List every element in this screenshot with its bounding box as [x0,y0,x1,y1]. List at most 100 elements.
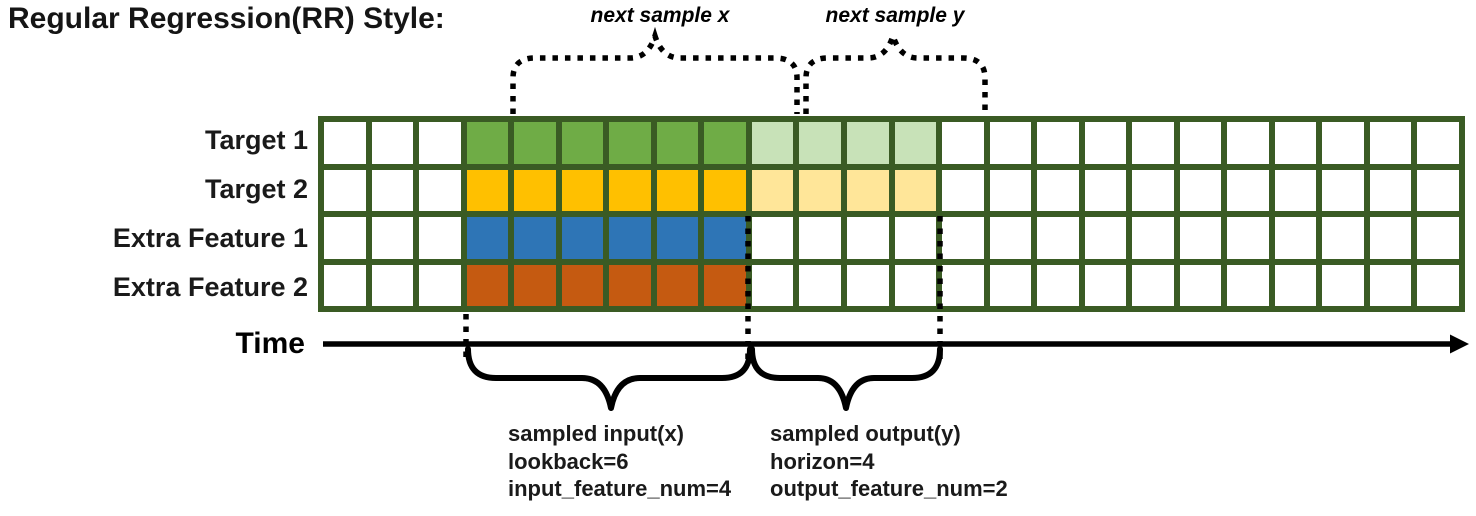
grid-cell [942,169,984,211]
grid-cell [1037,264,1079,306]
grid-cell [989,169,1032,211]
next-sample-y-label: next sample y [825,4,965,27]
grid-cell [942,217,984,259]
grid-cell [609,217,651,259]
grid-cell [1179,217,1222,259]
output-annotation-line-2: horizon=4 [770,448,875,474]
grid-cell [704,217,746,259]
grid-cell [1369,264,1412,306]
grid-cell [1037,122,1079,164]
grid-cell [894,217,937,259]
grid-cell [799,169,841,211]
grid-cell [561,264,604,306]
grid-cell [656,217,699,259]
row-label-extra-feature-1: Extra Feature 1 [112,223,308,253]
input-annotation: sampled input(x) lookback=6 input_featur… [508,420,731,503]
grid-cell [466,122,509,164]
grid-cell [1417,122,1459,164]
grid-cell [1037,217,1079,259]
grid-cell [1132,169,1174,211]
grid-cell [894,169,937,211]
sampled-input-brace [465,346,753,411]
grid-cell [1322,122,1364,164]
grid-cell [989,122,1032,164]
grid-cell [1369,122,1412,164]
grid-cell [656,264,699,306]
output-annotation-line-1: sampled output(y) [770,421,961,446]
time-axis-arrowhead [1450,334,1469,354]
row-label-target-1: Target 1 [204,125,308,155]
grid-cell [942,122,984,164]
grid-cell [799,264,841,306]
grid-cell [799,217,841,259]
grid-cell [846,217,889,259]
output-annotation-line-3: output_feature_num=2 [770,476,1008,501]
grid-cell [942,264,984,306]
grid-cell [609,169,651,211]
grid-cell [1227,217,1269,259]
grid-cell [751,169,794,211]
grid-cell [1084,217,1127,259]
grid-cell [704,264,746,306]
grid-cell [371,122,414,164]
input-annotation-line-1: sampled input(x) [508,421,685,446]
grid-cell [371,264,414,306]
grid-cell [656,122,699,164]
input-annotation-line-3: input_feature_num=4 [508,476,732,501]
grid-cell [419,217,461,259]
grid-cell [894,122,937,164]
grid-cell [561,122,604,164]
row-label-target-2: Target 2 [204,174,308,204]
grid-cell [514,264,556,306]
grid-cell [1322,264,1364,306]
grid-cell [1179,122,1222,164]
grid-cell [1274,122,1317,164]
grid-cell [894,264,937,306]
sample-grid [318,116,1465,312]
grid-cell [1132,122,1174,164]
next-sample-x-label: next sample x [590,4,730,27]
grid-cell [656,169,699,211]
grid-cell [561,217,604,259]
grid-cell [419,169,461,211]
grid-cell [799,122,841,164]
grid-cell [1417,264,1459,306]
grid-cell [1417,217,1459,259]
grid-cell [609,122,651,164]
grid-cell [1179,169,1222,211]
grid-cell [324,169,366,211]
output-annotation: sampled output(y) horizon=4 output_featu… [770,420,1008,503]
grid-cell [324,122,366,164]
grid-cell [1227,264,1269,306]
grid-cell [989,217,1032,259]
grid-cell [1322,169,1364,211]
grid-cell [846,169,889,211]
time-axis-label: Time [235,327,305,360]
grid-cell [419,122,461,164]
grid-cell [1322,217,1364,259]
grid-cell [1037,169,1079,211]
grid-cell [1179,264,1222,306]
next-sample-y-brace [803,26,988,114]
grid-cell [846,122,889,164]
grid-cell [751,217,794,259]
grid-cell [609,264,651,306]
grid-cell [371,217,414,259]
grid-cell [1132,264,1174,306]
next-sample-x-brace [510,26,800,114]
grid-cell [1274,169,1317,211]
grid-cell [1132,217,1174,259]
grid-cell [419,264,461,306]
grid-cell [371,169,414,211]
grid-cell [1227,122,1269,164]
grid-cell [324,217,366,259]
grid-cell [514,122,556,164]
grid-cell [1084,169,1127,211]
grid-cell [704,169,746,211]
grid-cell [1417,169,1459,211]
input-annotation-line-2: lookback=6 [508,448,629,474]
grid-cell [1274,217,1317,259]
grid-cell [1369,217,1412,259]
grid-cell [514,217,556,259]
